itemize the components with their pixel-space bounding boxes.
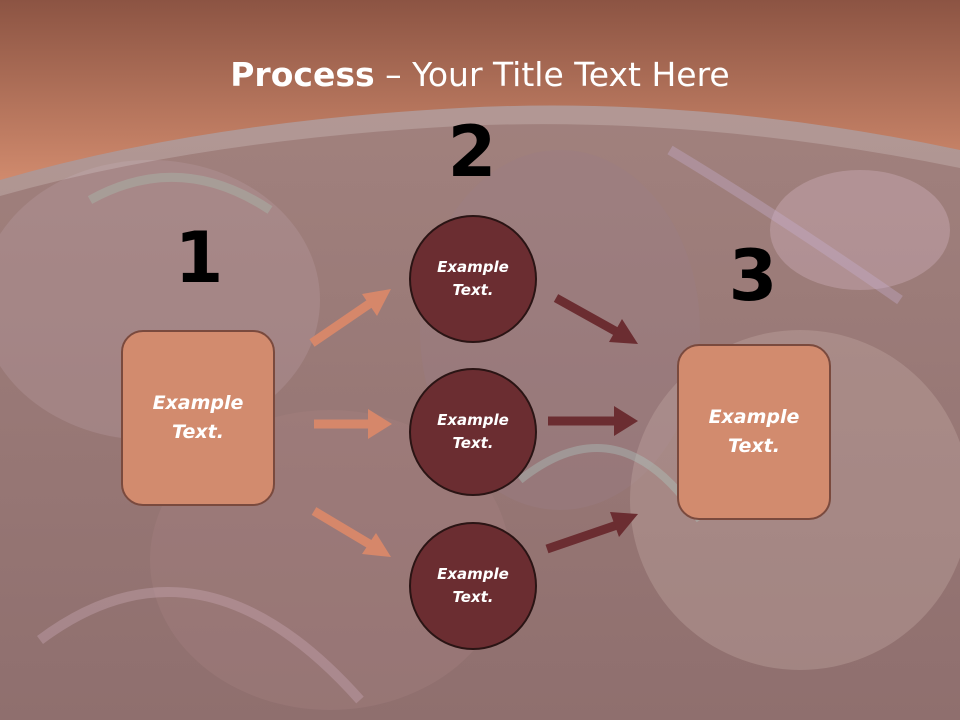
step-box-3: Example Text. xyxy=(677,344,831,520)
step-box-3-line2: Text. xyxy=(728,435,780,457)
step-circle-3-line1: Example xyxy=(437,565,509,583)
step-circle-2-line2: Text. xyxy=(452,434,494,452)
step-number-1: 1 xyxy=(174,217,224,299)
step-circle-2-line1: Example xyxy=(437,411,509,429)
title-strong: Process xyxy=(230,55,375,94)
step-box-1: Example Text. xyxy=(121,330,275,506)
step-circle-3-line2: Text. xyxy=(452,588,494,606)
slide-title: Process – Your Title Text Here xyxy=(0,50,960,100)
step-box-3-line1: Example xyxy=(708,406,800,428)
step-number-2: 2 xyxy=(447,111,497,193)
header-band xyxy=(0,0,960,196)
title-rest: – Your Title Text Here xyxy=(374,55,730,94)
step-circle-1-line2: Text. xyxy=(452,281,494,299)
step-box-1-line2: Text. xyxy=(172,421,224,443)
step-number-3: 3 xyxy=(728,235,778,317)
step-circle-2: Example Text. xyxy=(409,368,537,496)
step-box-1-line1: Example xyxy=(152,392,244,414)
step-circle-1-line1: Example xyxy=(437,258,509,276)
step-circle-3: Example Text. xyxy=(409,522,537,650)
step-circle-1: Example Text. xyxy=(409,215,537,343)
